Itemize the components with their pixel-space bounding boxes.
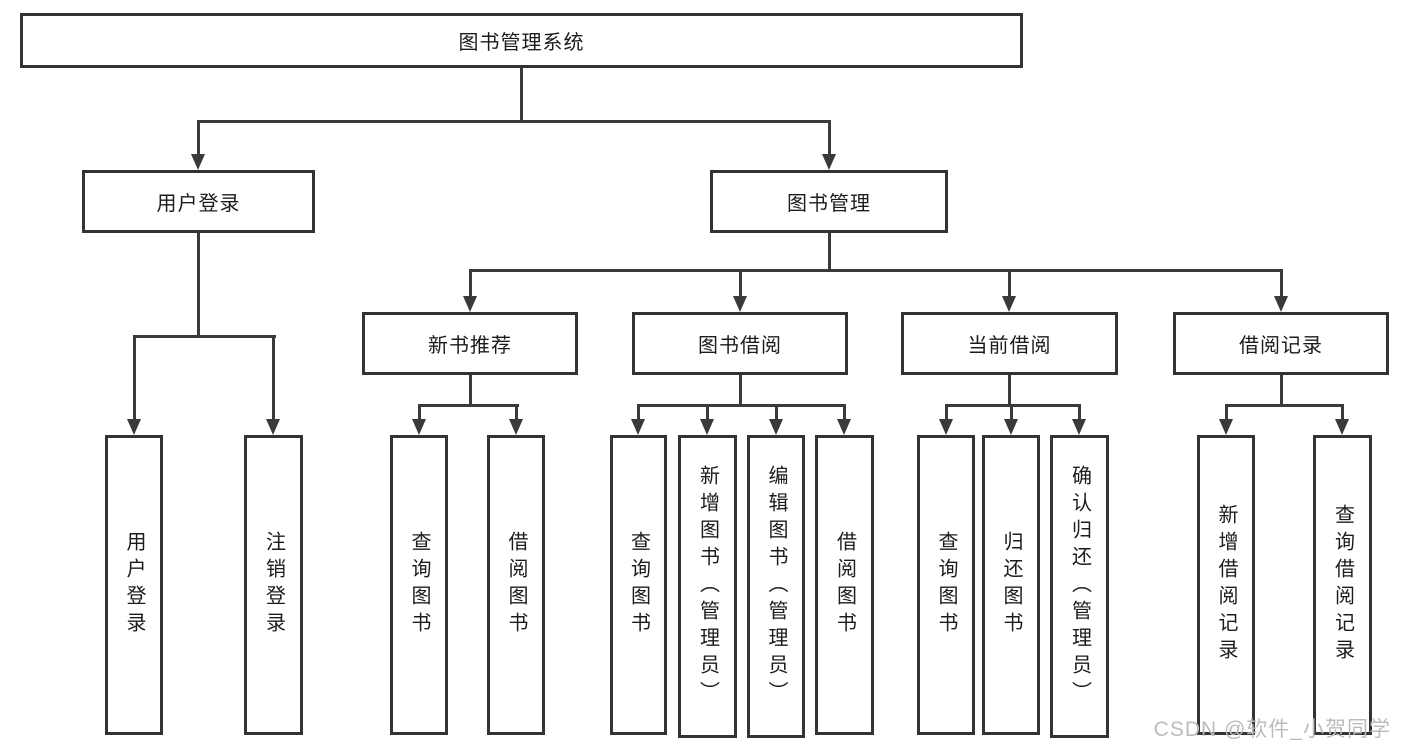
connector-line	[520, 68, 523, 121]
node-label: 借阅记录	[1239, 335, 1323, 357]
arrow-down-icon	[509, 404, 523, 435]
node-label: 查询图书	[627, 531, 650, 639]
connector-line	[1280, 375, 1283, 407]
leaf-query-book: 查询图书	[610, 435, 667, 735]
node-label: 当前借阅	[967, 335, 1052, 357]
node-user-login: 用户登录	[82, 170, 315, 233]
leaf-borrow-book: 借阅图书	[487, 435, 545, 735]
arrow-down-icon	[1072, 404, 1086, 435]
node-book-management: 图书管理	[710, 170, 948, 233]
connector-line	[1008, 375, 1011, 407]
arrow-down-icon	[837, 404, 851, 435]
node-label: 确认归还（管理员）	[1068, 465, 1091, 708]
leaf-add-book-admin: 新增图书（管理员）	[678, 435, 737, 738]
arrow-down-icon	[1274, 269, 1288, 312]
arrow-down-icon	[1004, 404, 1018, 435]
node-new-book-recommend: 新书推荐	[362, 312, 578, 375]
node-label: 借阅图书	[833, 531, 856, 639]
arrow-down-icon	[412, 404, 426, 435]
arrow-down-icon	[1002, 269, 1016, 312]
node-label: 新增图书（管理员）	[696, 465, 719, 708]
connector-line	[419, 404, 519, 407]
arrow-down-icon	[463, 269, 477, 312]
arrow-down-icon	[1219, 404, 1233, 435]
node-label: 归还图书	[1000, 531, 1022, 639]
leaf-edit-book-admin: 编辑图书（管理员）	[747, 435, 805, 738]
node-borrow-record: 借阅记录	[1173, 312, 1389, 375]
arrow-down-icon	[733, 269, 747, 312]
node-book-borrow: 图书借阅	[632, 312, 848, 375]
node-label: 新增借阅记录	[1215, 504, 1237, 666]
connector-line	[1226, 404, 1344, 407]
csdn-watermark: CSDN @软件_小贺同学	[1153, 718, 1391, 741]
leaf-query-borrow-record: 查询借阅记录	[1313, 435, 1372, 735]
connector-line	[739, 375, 742, 407]
connector-line	[828, 233, 831, 272]
node-label: 注销登录	[262, 531, 285, 639]
node-current-borrow: 当前借阅	[901, 312, 1118, 375]
node-label: 用户登录	[123, 531, 145, 639]
leaf-return-book: 归还图书	[982, 435, 1040, 735]
connector-line	[197, 233, 200, 338]
node-label: 图书管理系统	[458, 32, 585, 54]
node-label: 查询借阅记录	[1331, 504, 1354, 666]
connector-line	[638, 404, 846, 407]
node-label: 图书借阅	[698, 335, 782, 357]
leaf-query-book: 查询图书	[390, 435, 448, 735]
connector-line	[469, 269, 1283, 272]
connector-line	[946, 404, 1081, 407]
leaf-logout-login: 注销登录	[244, 435, 303, 735]
node-label: 编辑图书（管理员）	[765, 465, 787, 708]
leaf-confirm-return-admin: 确认归还（管理员）	[1050, 435, 1109, 738]
node-label: 查询图书	[408, 531, 430, 639]
node-label: 新书推荐	[428, 335, 512, 357]
leaf-add-borrow-record: 新增借阅记录	[1197, 435, 1255, 735]
arrow-down-icon	[631, 404, 645, 435]
connector-line	[134, 335, 276, 338]
arrow-down-icon	[769, 404, 783, 435]
node-label: 借阅图书	[505, 531, 527, 639]
arrow-down-icon	[822, 120, 836, 170]
node-label: 用户登录	[156, 193, 241, 215]
connector-line	[197, 120, 831, 123]
arrow-down-icon	[127, 335, 141, 435]
arrow-down-icon	[939, 404, 953, 435]
arrow-down-icon	[266, 335, 280, 435]
arrow-down-icon	[700, 404, 714, 435]
leaf-user-login: 用户登录	[105, 435, 163, 735]
arrow-down-icon	[191, 120, 205, 170]
leaf-query-book: 查询图书	[917, 435, 975, 735]
node-label: 查询图书	[935, 531, 957, 639]
node-label: 图书管理	[787, 193, 871, 215]
node-library-management-system: 图书管理系统	[20, 13, 1023, 68]
connector-line	[469, 375, 472, 407]
arrow-down-icon	[1335, 404, 1349, 435]
leaf-borrow-book: 借阅图书	[815, 435, 874, 735]
